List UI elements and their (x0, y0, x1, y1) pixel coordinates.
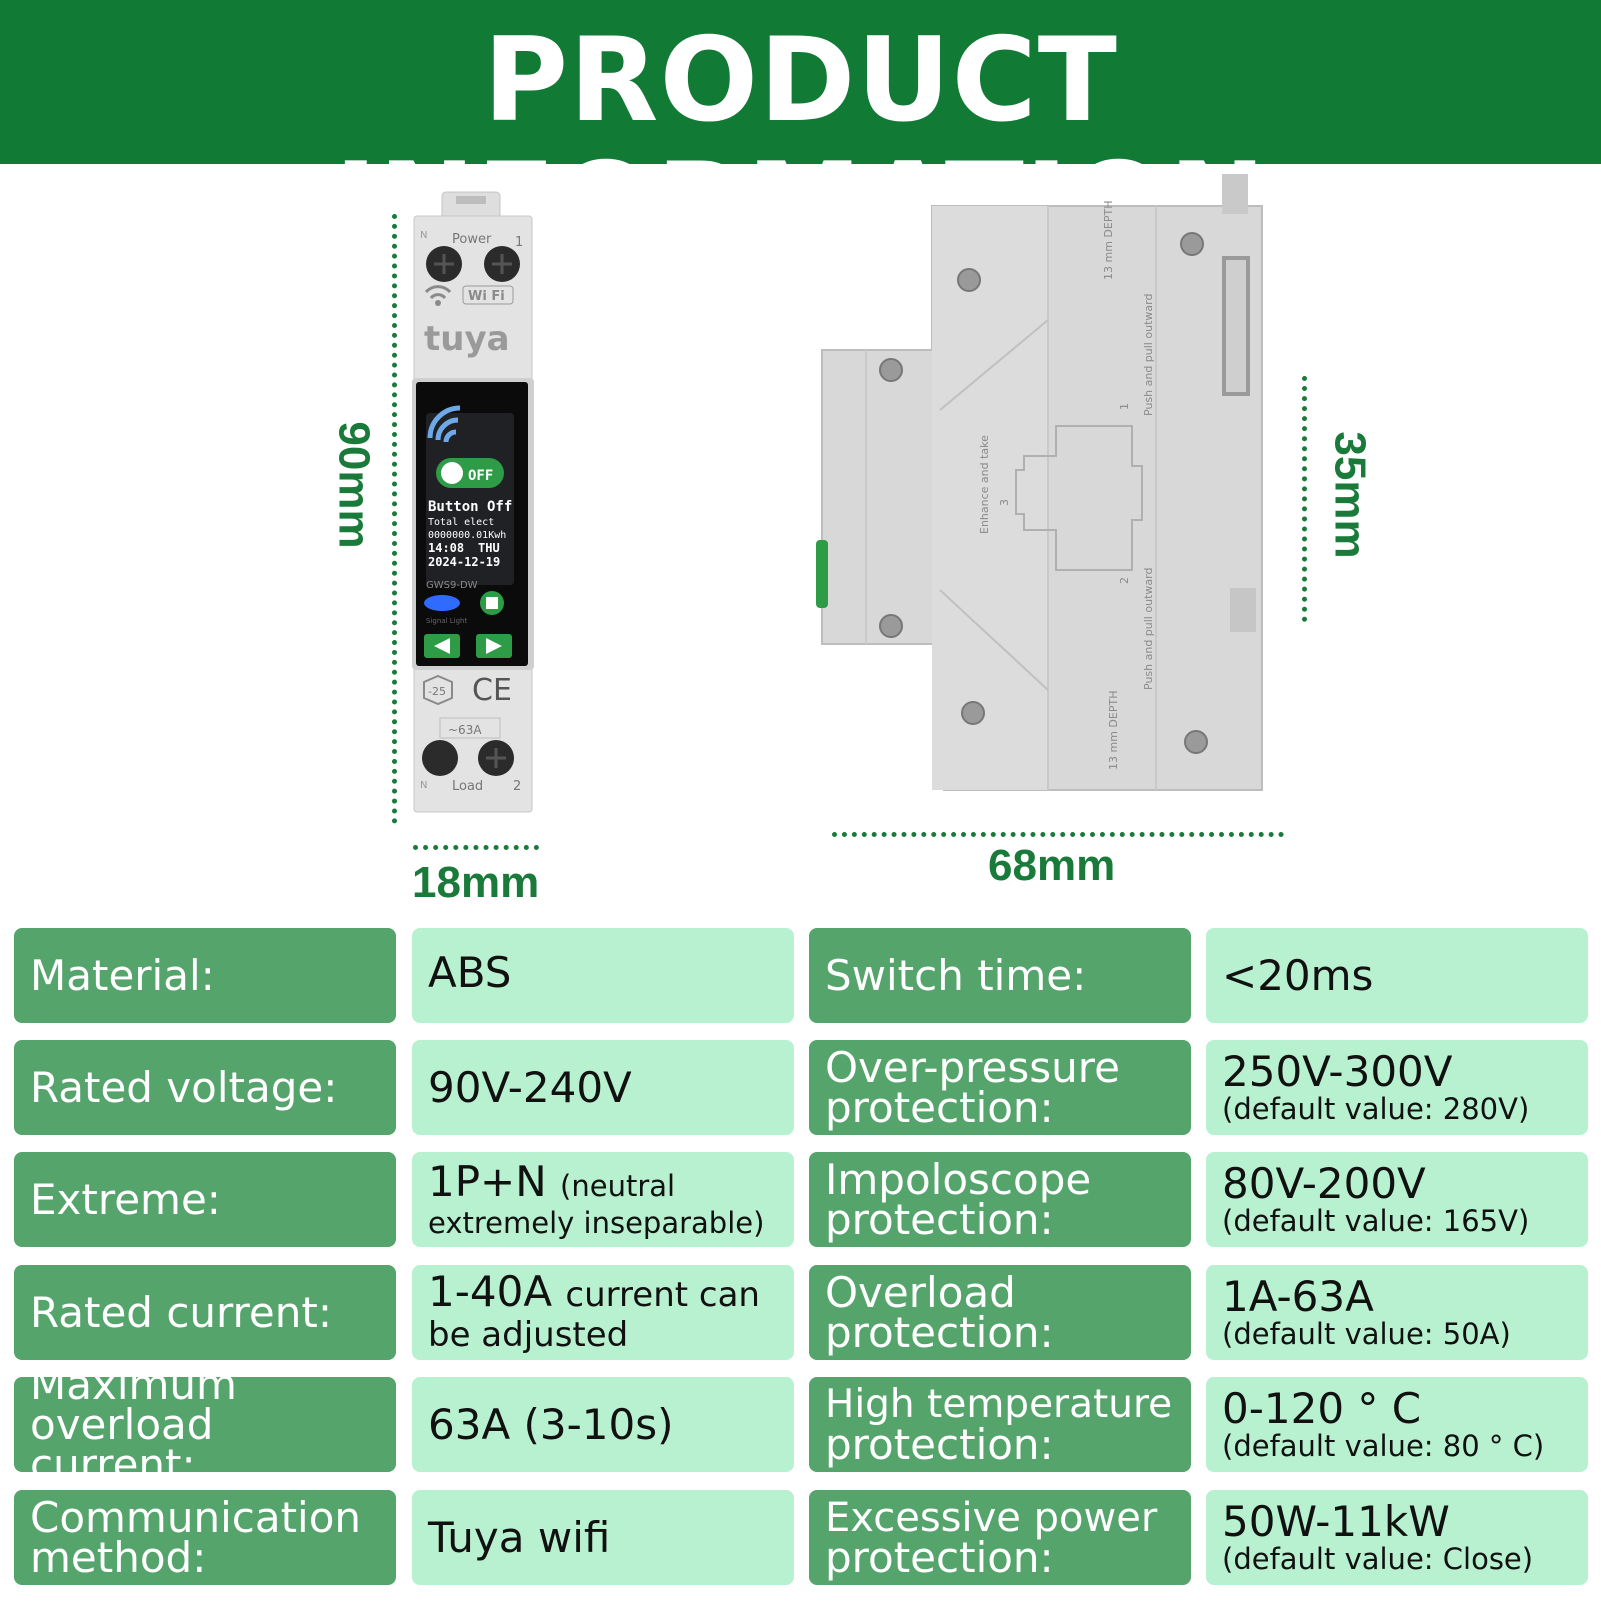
screen-date: 2024-12-19 (428, 555, 500, 569)
wifi-icon (424, 285, 452, 306)
spec-label-switch-time: Switch time: (809, 928, 1191, 1023)
terminal-bottom-label: Load (452, 779, 483, 794)
depth-note-bottom: 13 mm DEPTH (1107, 691, 1120, 770)
width-dimension-label: 18mm (412, 858, 540, 907)
terminal-top-number: 1 (515, 235, 523, 250)
depth-dimension-line (1302, 376, 1307, 622)
spec-value-rated-current: 1-40A current can be adjusted (412, 1265, 794, 1360)
ce-mark: CE (472, 673, 512, 708)
arrow-label-2: 2 (1118, 577, 1131, 584)
screen-toggle-text: OFF (468, 468, 493, 484)
terminal-bottom-number: 2 (513, 779, 521, 794)
length-dimension-line (832, 832, 1284, 837)
spec-label-rated-voltage: Rated voltage: (14, 1040, 396, 1135)
screen-time: 14:08 (428, 541, 464, 555)
spec-value-switch-time: <20ms (1206, 928, 1588, 1023)
terminal-top-label: Power (452, 232, 492, 247)
spec-value-material: ABS (412, 928, 794, 1023)
device-side-image: 13 mm DEPTH 13 mm DEPTH Push and pull ou… (816, 174, 1263, 791)
width-dimension-line (413, 845, 539, 850)
spec-label-rated-current: Rated current: (14, 1265, 396, 1360)
spec-value-communication-method: Tuya wifi (412, 1490, 794, 1585)
screen-line1: Total elect (428, 517, 494, 528)
wifi-label: Wi Fi (468, 289, 505, 304)
header-banner: PRODUCT INFORMATION (0, 0, 1601, 268)
brand-logo: tuya (424, 319, 510, 359)
spec-value-extreme: 1P+N (neutral extremely inseparable) (412, 1152, 794, 1247)
spec-value-max-overload-current: 63A (3-10s) (412, 1377, 794, 1472)
height-dimension-line (392, 214, 397, 824)
signal-light (424, 595, 460, 611)
spec-value-excessive-power: 50W-11kW(default value: Close) (1206, 1490, 1588, 1585)
height-dimension-label: 90mm (329, 421, 379, 549)
spec-value-high-temperature: 0-120 ° C(default value: 80 ° C) (1206, 1377, 1588, 1472)
screen-line2: 0000000.01Kwh (428, 530, 506, 541)
screen-status: Button Off (428, 499, 512, 515)
screen-wifi-icon (427, 405, 461, 443)
device-front-image: Power 1 N Wi Fi tuya OFF Button Off Tota… (412, 191, 534, 813)
spec-label-material: Material: (14, 928, 396, 1023)
rating-label: ~63A (448, 723, 482, 737)
spec-value-overload: 1A-63A(default value: 50A) (1206, 1265, 1588, 1360)
length-dimension-label: 68mm (988, 841, 1116, 890)
n-label-bottom: N (420, 780, 427, 791)
spec-value-over-pressure: 250V-300V(default value: 280V) (1206, 1040, 1588, 1135)
arrow-label-3: 3 (998, 499, 1011, 506)
arrow-label-1: 1 (1118, 403, 1131, 410)
enhance-note: Enhance and take (978, 435, 991, 534)
depth-note-top: 13 mm DEPTH (1102, 201, 1115, 280)
depth-dimension-label: 35mm (1325, 431, 1375, 559)
n-label-top: N (420, 230, 427, 241)
push-note-top: Push and pull outward (1142, 294, 1155, 416)
spec-value-rated-voltage: 90V-240V (412, 1040, 794, 1135)
temperature-mark: -25 (428, 685, 446, 698)
push-note-bottom: Push and pull outward (1142, 568, 1155, 690)
spec-value-impoloscope: 80V-200V(default value: 165V) (1206, 1152, 1588, 1247)
spec-label-extreme: Extreme: (14, 1152, 396, 1247)
screen-day: THU (478, 541, 500, 555)
page-title: PRODUCT INFORMATION (334, 13, 1267, 273)
model-label: GWS9-DW (426, 580, 478, 591)
signal-light-label: Signal Light (426, 617, 467, 625)
